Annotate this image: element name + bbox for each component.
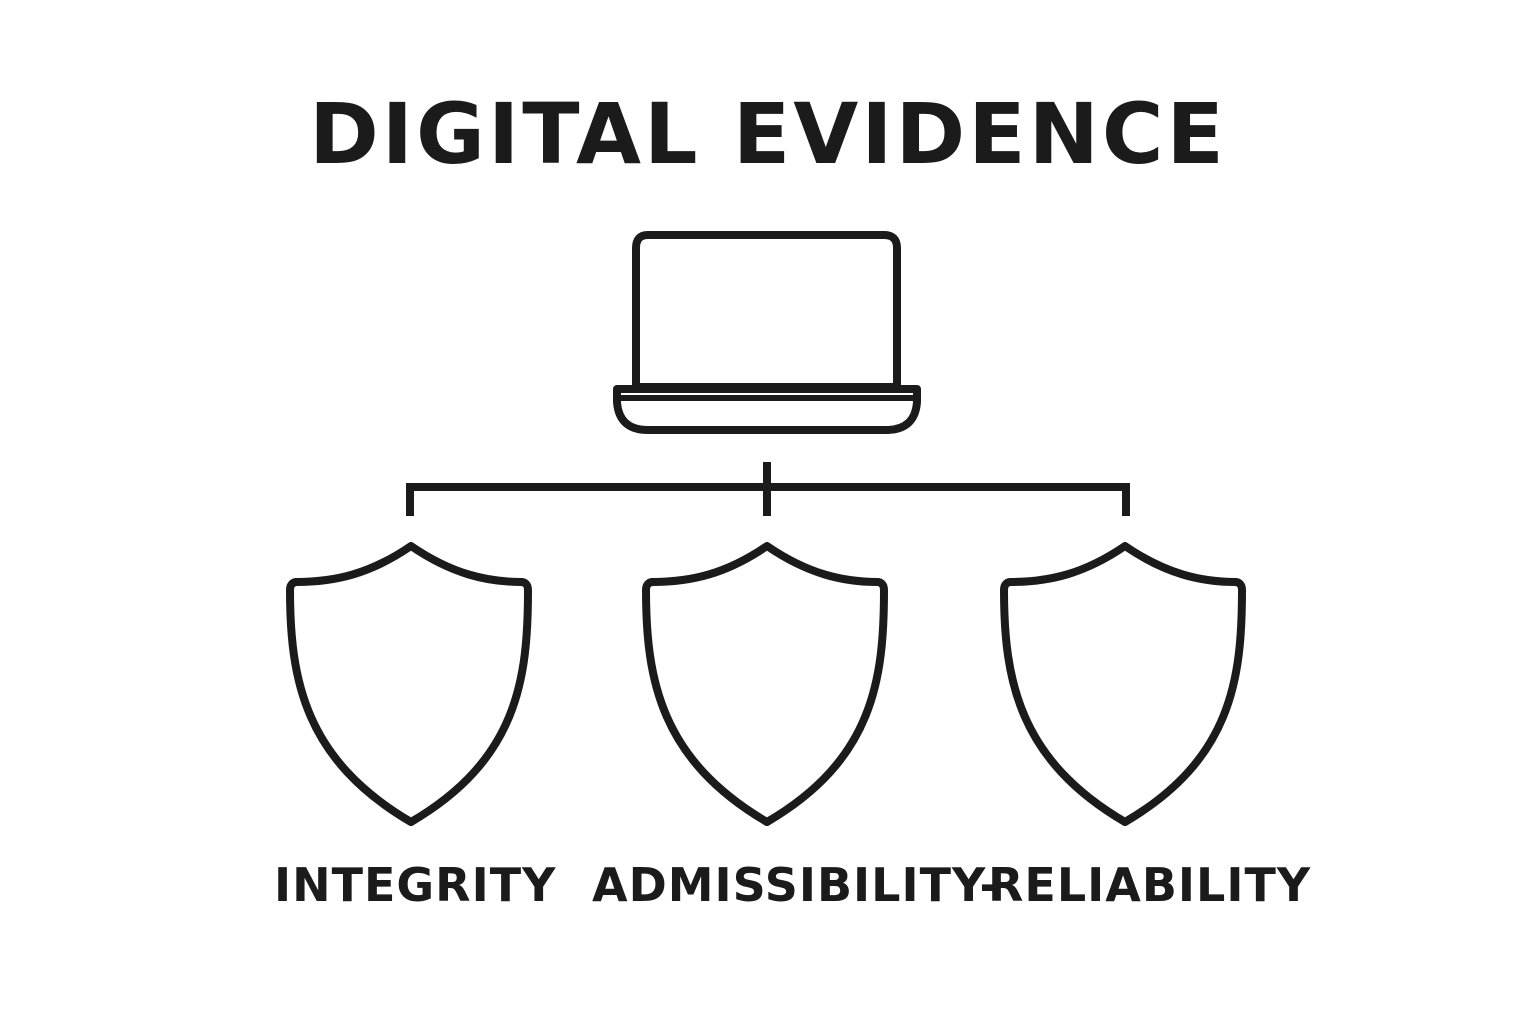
shield-icon	[642, 542, 888, 826]
label-admissibility: ADMISSIBILITY-	[592, 858, 1000, 912]
connector-tree	[406, 462, 1130, 516]
label-integrity: INTEGRITY	[274, 858, 557, 912]
laptop-screen	[632, 231, 901, 391]
diagram-title: DIGITAL EVIDENCE	[309, 85, 1227, 183]
laptop-base	[613, 385, 921, 434]
shield-icon	[286, 542, 532, 826]
laptop-icon	[613, 231, 921, 434]
label-reliability: RELIABILITY	[988, 858, 1312, 912]
shield-icon	[1000, 542, 1246, 826]
